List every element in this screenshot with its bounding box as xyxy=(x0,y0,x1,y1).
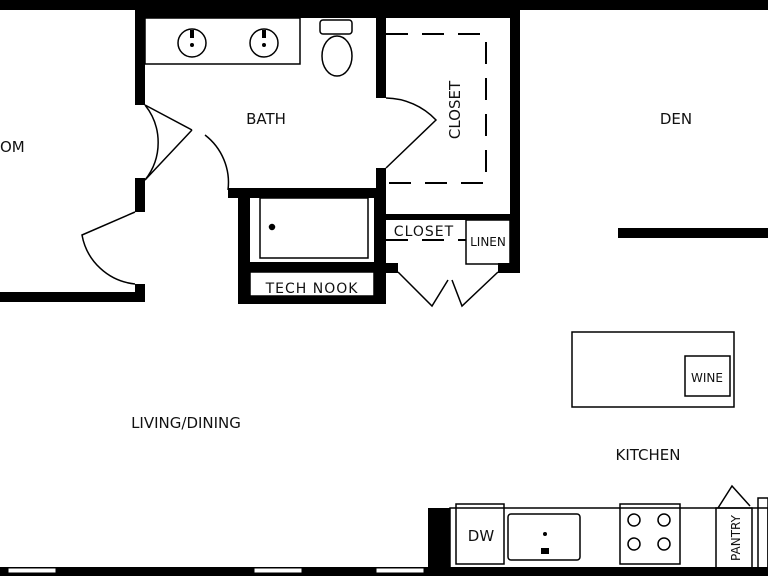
kitchen-fixtures xyxy=(449,331,768,569)
closet-bifold-left xyxy=(397,271,449,308)
bath-door-leaf xyxy=(144,104,193,131)
bathtub-icon xyxy=(259,197,369,259)
bath-door-arc-2 xyxy=(204,134,230,191)
wall-bedroom-bottom xyxy=(0,292,143,302)
wall-tub-bottom xyxy=(238,262,386,272)
closet-rods xyxy=(386,33,487,241)
wall-bath-closet-upper xyxy=(376,10,386,98)
window-2 xyxy=(253,567,303,574)
dishwasher-box xyxy=(455,503,505,565)
tech-nook-desk xyxy=(249,271,375,297)
wall-den-partial xyxy=(618,228,768,238)
wall-closet-top xyxy=(386,214,520,220)
toilet-tank-icon xyxy=(319,19,353,35)
kitchen-counter xyxy=(449,507,768,569)
wall-bedroom-corner xyxy=(135,284,145,302)
bath-door-arc xyxy=(144,104,159,181)
tub-drain-icon xyxy=(268,223,276,231)
toilet-bowl-icon xyxy=(321,35,353,77)
sink-drain-icon xyxy=(543,532,547,536)
sink-left-icon xyxy=(177,28,207,58)
linen-box xyxy=(465,219,511,265)
bedroom-door-arc xyxy=(81,211,136,285)
wall-bedroom-jamb xyxy=(135,178,145,212)
room-labels: OM BATH CLOSET DEN CLOSET LINEN TECH NOO… xyxy=(0,80,743,561)
label-bath: BATH xyxy=(246,110,286,128)
closet-bifold-right xyxy=(451,271,499,308)
closet-rod-large xyxy=(386,33,487,184)
label-dishwasher: DW xyxy=(468,527,495,545)
burner-1-icon xyxy=(627,513,641,527)
wall-linen-left-stub xyxy=(386,263,398,273)
pantry-box xyxy=(715,507,753,569)
wall-bath-left xyxy=(135,10,145,105)
doors xyxy=(81,97,751,509)
sink-right-icon xyxy=(249,28,279,58)
wall-kitchen-end xyxy=(428,508,450,570)
sink-faucet-icon xyxy=(541,548,549,554)
wall-top-left xyxy=(0,0,135,10)
wall-closet-den xyxy=(510,10,520,273)
label-tech-nook: TECH NOOK xyxy=(265,281,359,297)
windows xyxy=(7,567,425,574)
wall-tub-left xyxy=(238,188,250,304)
kitchen-island xyxy=(571,331,735,408)
range-icon xyxy=(619,503,681,565)
window-3 xyxy=(375,567,425,574)
label-bedroom: OM xyxy=(0,138,25,156)
wall-bath-closet-lower xyxy=(376,168,386,193)
burner-2-icon xyxy=(657,513,671,527)
label-living-dining: LIVING/DINING xyxy=(131,414,241,432)
wall-top-den xyxy=(520,0,768,10)
pantry-door-arc xyxy=(717,484,751,509)
vanity-counter xyxy=(144,17,301,65)
burner-3-icon xyxy=(627,537,641,551)
label-closet: CLOSET xyxy=(394,224,454,240)
faucets xyxy=(190,30,266,47)
label-wine: WINE xyxy=(691,371,723,385)
label-den: DEN xyxy=(660,110,692,128)
storage-boxes xyxy=(249,219,511,297)
kitchen-sink-faucet xyxy=(541,532,549,554)
burner-4-icon xyxy=(657,537,671,551)
label-closet-vertical: CLOSET xyxy=(446,80,464,139)
wall-nook-bottom xyxy=(238,296,386,304)
fridge-edge xyxy=(757,497,768,569)
faucet-left-icon xyxy=(190,43,194,47)
kitchen-sink-icon xyxy=(507,513,581,561)
bath-fixtures xyxy=(144,17,369,259)
faucet-right-icon xyxy=(262,43,266,47)
wall-top-bath xyxy=(135,0,520,18)
bath-door-leaf-2 xyxy=(144,129,193,181)
label-pantry: PANTRY xyxy=(729,514,743,561)
wall-linen-right-stub xyxy=(498,263,520,273)
closet-door-arc xyxy=(385,97,438,169)
label-kitchen: KITCHEN xyxy=(616,446,681,464)
wine-fridge xyxy=(684,355,731,397)
wall-tub-top xyxy=(228,188,386,198)
spout-right-icon xyxy=(262,30,266,38)
spout-left-icon xyxy=(190,30,194,38)
wall-tub-right xyxy=(374,188,386,304)
label-linen: LINEN xyxy=(470,235,506,249)
window-1 xyxy=(7,567,57,574)
